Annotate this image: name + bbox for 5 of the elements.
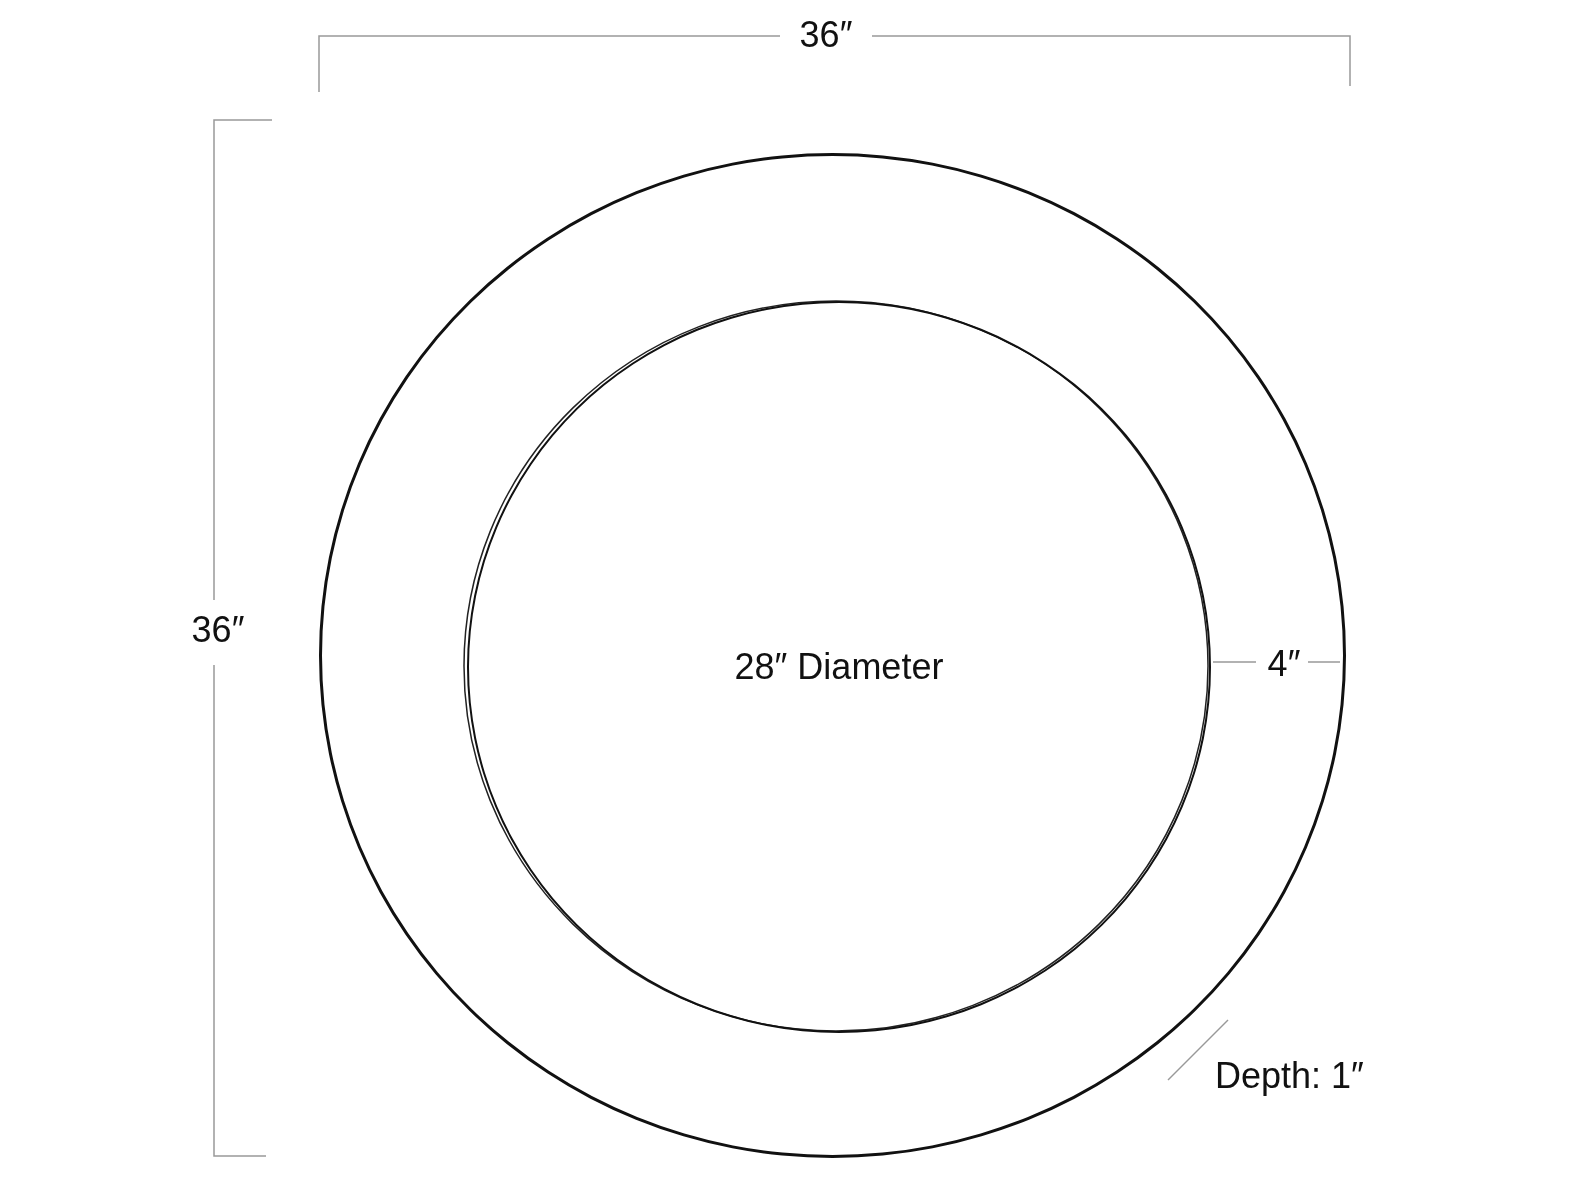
dimension-label: Depth: 1″: [1215, 1058, 1364, 1094]
dimension-text: 28″ Diameter: [734, 646, 944, 688]
dimension-label: 36″: [191, 612, 245, 648]
dimension-label: 36″: [799, 17, 853, 53]
dimension-label: 4″: [1267, 646, 1301, 682]
